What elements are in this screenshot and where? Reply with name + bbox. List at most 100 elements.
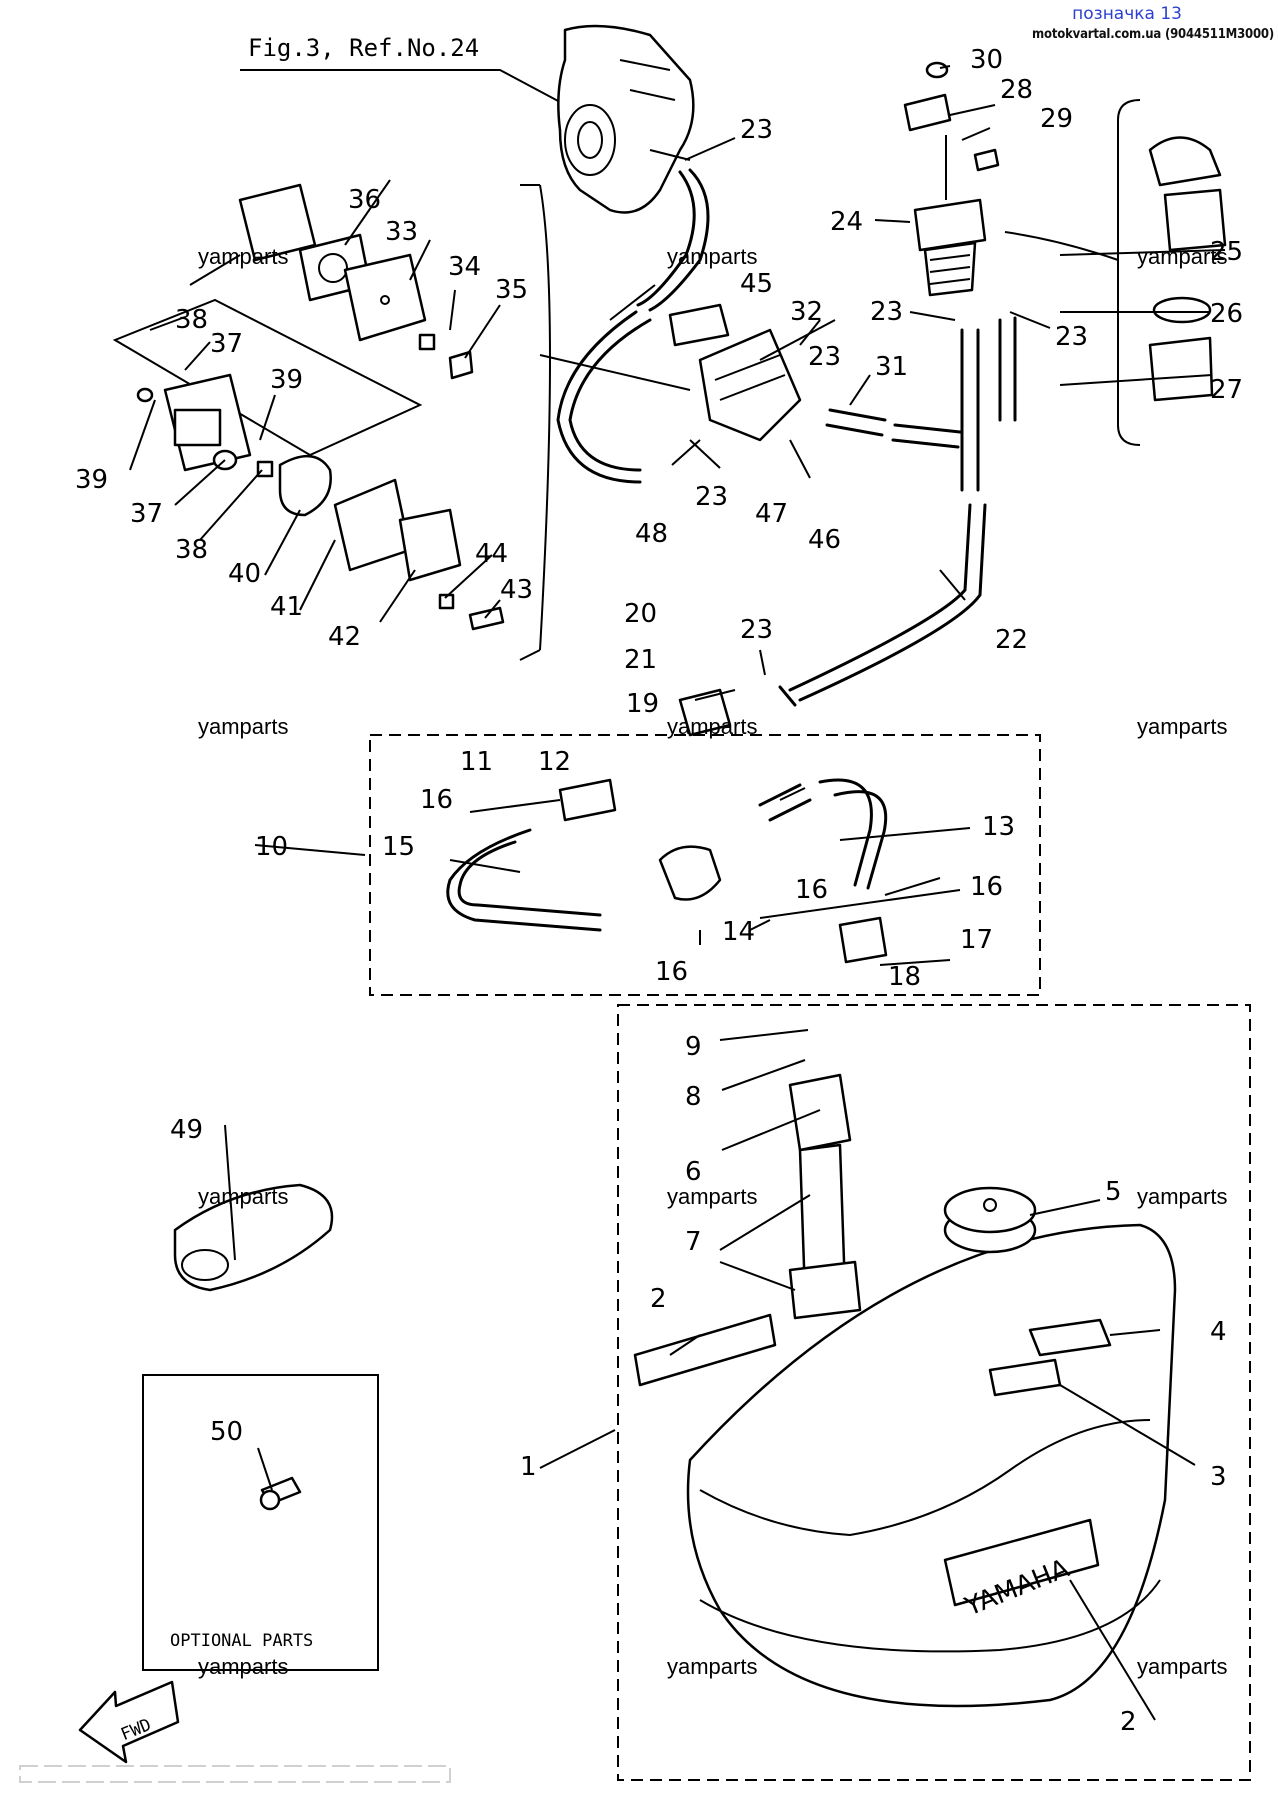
callout-10: 10	[255, 832, 288, 862]
optional-part-50	[259, 1476, 302, 1511]
callout-45: 45	[740, 269, 773, 299]
callout-47: 47	[755, 499, 788, 529]
callout-27: 27	[1210, 375, 1243, 405]
callout-leaders	[129, 65, 1226, 1721]
callout-23: 23	[808, 342, 841, 372]
callout-23: 23	[1055, 322, 1088, 352]
optional-parts-label: OPTIONAL PARTS	[170, 1631, 313, 1651]
callout-1-leader	[539, 1429, 616, 1469]
callout-21: 21	[624, 645, 657, 675]
callout-38: 38	[175, 535, 208, 565]
figure-reference: Fig.3, Ref.No.24	[248, 34, 479, 62]
fuel-pump-group-bracket	[539, 184, 551, 651]
callout-16: 16	[795, 875, 828, 905]
callout-28: 28	[1000, 75, 1033, 105]
callout-50: 50	[210, 1417, 243, 1447]
figure-reference-leader	[240, 69, 576, 111]
callout-6: 6	[685, 1157, 702, 1187]
callout-34: 34	[448, 252, 481, 282]
callout-20: 20	[624, 599, 657, 629]
callout-23: 23	[740, 615, 773, 645]
joint-19	[678, 688, 732, 737]
decal-2-tank	[943, 1518, 1100, 1607]
watermark: yamparts	[1137, 1654, 1228, 1679]
optional-parts-box	[142, 1374, 379, 1671]
callout-23: 23	[870, 297, 903, 327]
watermark: yamparts	[198, 1654, 289, 1679]
callout-33: 33	[385, 217, 418, 247]
callout-39: 39	[75, 465, 108, 495]
callout-39: 39	[270, 365, 303, 395]
fuel-cap	[943, 1186, 1037, 1254]
carburetor-illustration	[557, 24, 695, 214]
filter-exploded-view	[1004, 99, 1227, 446]
callout-23: 23	[695, 482, 728, 512]
watermark: yamparts	[198, 714, 289, 739]
callout-23: 23	[740, 115, 773, 145]
callout-30: 30	[970, 45, 1003, 75]
callout-16: 16	[420, 785, 453, 815]
callout-18: 18	[888, 962, 921, 992]
fuel-hose-48	[568, 318, 652, 472]
decal-2-top	[633, 1313, 777, 1387]
callout-5: 5	[1105, 1177, 1122, 1207]
callout-48: 48	[635, 519, 668, 549]
watermark: yamparts	[667, 244, 758, 269]
callout-40: 40	[228, 559, 261, 589]
callout-2: 2	[650, 1284, 667, 1314]
callout-numbers: 1 2 2 3 4 5 6 7 8 9 10 11 12 13 14 15 16…	[75, 45, 1243, 1737]
callout-32: 32	[790, 297, 823, 327]
callout-8: 8	[685, 1082, 702, 1112]
callout-2: 2	[1120, 1707, 1137, 1737]
hose-clip-49	[173, 1183, 334, 1292]
fuel-pump-arrow	[539, 354, 691, 391]
page-label: позначка 13	[1072, 4, 1182, 24]
watermark: yamparts	[198, 244, 289, 269]
callout-41: 41	[270, 592, 303, 622]
callout-49: 49	[170, 1115, 203, 1145]
callout-43: 43	[500, 575, 533, 605]
callout-44: 44	[475, 539, 508, 569]
fuel-hose-right	[960, 328, 980, 492]
callout-37: 37	[130, 499, 163, 529]
callout-12: 12	[538, 747, 571, 777]
callout-17: 17	[960, 925, 993, 955]
callout-16: 16	[970, 872, 1003, 902]
callout-9: 9	[685, 1032, 702, 1062]
watermark: yamparts	[667, 714, 758, 739]
callout-35: 35	[495, 275, 528, 305]
callout-19: 19	[626, 689, 659, 719]
callout-1: 1	[520, 1452, 537, 1482]
callout-38: 38	[175, 305, 208, 335]
callout-16: 16	[655, 957, 688, 987]
fuel-tank	[686, 1223, 1177, 1708]
callout-29: 29	[1040, 104, 1073, 134]
fwd-arrow: FWD	[78, 1680, 180, 1764]
fuel-pickup-unit	[788, 1073, 862, 1320]
callout-3: 3	[1210, 1462, 1227, 1492]
callout-22: 22	[995, 625, 1028, 655]
callout-15: 15	[382, 832, 415, 862]
fuel-pump-assembly	[668, 303, 802, 442]
callout-13: 13	[982, 812, 1015, 842]
fuel-hose-31	[825, 408, 887, 437]
source-caption: motokvartal.com.ua (9044511M3000)	[1032, 27, 1274, 42]
callout-10-leader	[254, 844, 366, 856]
callout-26: 26	[1210, 299, 1243, 329]
fuel-pump-exploded-view	[112, 183, 505, 631]
watermark: yamparts	[1137, 714, 1228, 739]
callout-11: 11	[460, 747, 493, 777]
watermark: yamparts	[1137, 244, 1228, 269]
fuel-line-assembly-box	[369, 734, 1041, 996]
watermark: yamparts	[667, 1184, 758, 1209]
callout-46: 46	[808, 525, 841, 555]
faint-stamp	[19, 1765, 451, 1783]
callout-42: 42	[328, 622, 361, 652]
fuel-line-assembly	[446, 778, 888, 964]
fuel-tank-box	[617, 1004, 1251, 1781]
watermark: yamparts	[1137, 1184, 1228, 1209]
fuel-filter-assembly	[903, 61, 1000, 297]
callout-37: 37	[210, 329, 243, 359]
fuel-hose-upper	[648, 168, 710, 312]
